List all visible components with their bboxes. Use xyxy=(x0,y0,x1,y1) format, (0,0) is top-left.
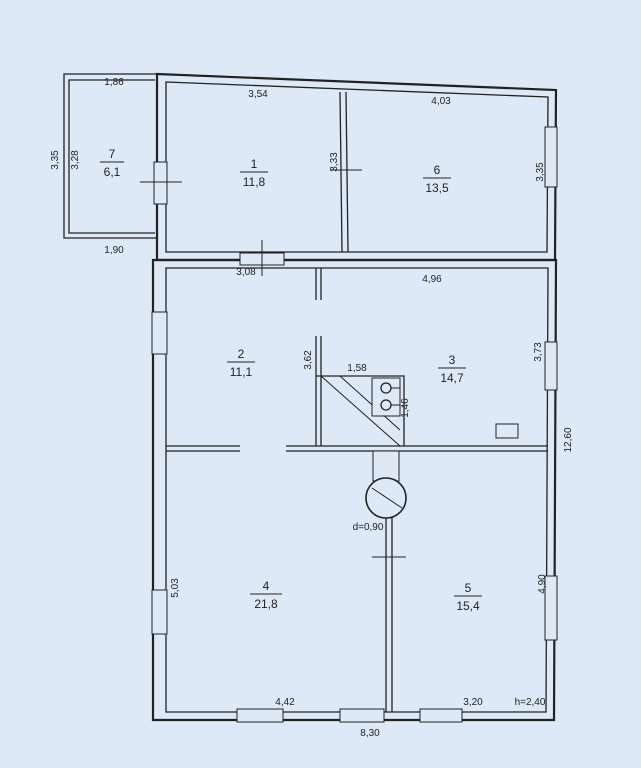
window-bottom-mid xyxy=(339,708,385,723)
veranda-outline xyxy=(63,73,157,239)
door-marks xyxy=(140,169,406,558)
window-bottom-left xyxy=(236,708,284,723)
svg-text:2: 2 xyxy=(238,347,245,361)
svg-text:13,5: 13,5 xyxy=(425,181,449,195)
dim-veranda-inner-left: 3,28 xyxy=(70,150,81,170)
window-bottom-right xyxy=(419,708,463,723)
room-3-label: 3 14,7 xyxy=(438,353,466,385)
dim-stove-width: 1,58 xyxy=(347,363,367,374)
dim-stove-height: 1,46 xyxy=(400,398,411,418)
window-left-room2 xyxy=(151,311,168,355)
main-outer-wall xyxy=(151,258,558,722)
dim-room6-top: 4,03 xyxy=(431,96,451,107)
dim-veranda-outer-left: 3,35 xyxy=(50,150,61,170)
svg-text:14,7: 14,7 xyxy=(440,371,464,385)
windows xyxy=(151,126,558,723)
walls xyxy=(63,72,558,722)
svg-text:6: 6 xyxy=(434,163,441,177)
dim-room1-top: 3,54 xyxy=(248,89,268,100)
main-inner-wall xyxy=(165,267,549,713)
dim-room4-height: 5,03 xyxy=(170,578,181,598)
dim-room3-top: 4,96 xyxy=(422,274,442,285)
dim-room5-height: 4,90 xyxy=(537,574,548,594)
wall-room1-room6 xyxy=(339,91,343,253)
dim-room5-bottom: 3,20 xyxy=(463,697,483,708)
dim-veranda-top: 1,86 xyxy=(104,77,124,88)
stove-diagonal-b xyxy=(339,375,401,431)
round-stove-cross xyxy=(371,487,403,509)
dim-room2-height: 3,62 xyxy=(303,350,314,370)
room-4-label: 4 21,8 xyxy=(250,579,282,611)
svg-text:5: 5 xyxy=(465,581,472,595)
room-2-label: 2 11,1 xyxy=(227,347,255,379)
svg-text:3: 3 xyxy=(449,353,456,367)
window-right-room5 xyxy=(544,575,558,641)
stove-diagonal xyxy=(320,375,401,447)
room-5-label: 5 15,4 xyxy=(454,581,482,613)
svg-text:7: 7 xyxy=(109,147,116,161)
top-inner-wall xyxy=(165,81,549,253)
dim-room6-height: 3,35 xyxy=(535,162,546,182)
svg-text:1: 1 xyxy=(251,157,258,171)
svg-text:4: 4 xyxy=(263,579,270,593)
dim-room1-height: 3,33 xyxy=(329,152,340,172)
top-outer-wall xyxy=(155,72,558,262)
svg-text:11,1: 11,1 xyxy=(230,365,253,379)
room-1-label: 1 11,8 xyxy=(240,157,268,189)
svg-text:11,8: 11,8 xyxy=(243,175,266,189)
window-right-room3 xyxy=(544,341,558,391)
dim-total-height: 12,60 xyxy=(563,427,574,452)
window-left-room4 xyxy=(151,589,168,635)
svg-text:15,4: 15,4 xyxy=(456,599,480,613)
ceiling-height-label: h=2,40 xyxy=(515,697,546,708)
svg-text:21,8: 21,8 xyxy=(254,597,278,611)
wall-room1-room6-b xyxy=(345,91,349,253)
room-6-label: 6 13,5 xyxy=(423,163,451,195)
room-labels: 7 6,1 1 11,8 6 13,5 2 11,1 3 14,7 4 21,8 xyxy=(100,147,482,613)
appliance-box xyxy=(495,423,519,439)
dim-total-width: 8,30 xyxy=(360,728,380,739)
dim-room2-top: 3,08 xyxy=(236,267,256,278)
stove-neck xyxy=(372,450,400,482)
veranda-inner xyxy=(68,79,155,234)
room-7-label: 7 6,1 xyxy=(100,147,124,179)
stove-diameter-label: d=0,90 xyxy=(353,522,384,533)
dimension-labels: 1,86 3,54 4,03 3,35 3,28 3,33 3,35 1,90 … xyxy=(50,77,574,739)
stove-outline xyxy=(316,375,405,446)
svg-text:6,1: 6,1 xyxy=(104,165,121,179)
window-right-room6 xyxy=(544,126,558,188)
dim-room3-height: 3,73 xyxy=(533,342,544,362)
dim-room4-bottom: 4,42 xyxy=(275,697,295,708)
window-left-veranda xyxy=(153,161,168,205)
round-stove-icon xyxy=(365,477,407,519)
dim-veranda-bottom: 1,90 xyxy=(104,245,124,256)
stove-block xyxy=(315,336,519,519)
